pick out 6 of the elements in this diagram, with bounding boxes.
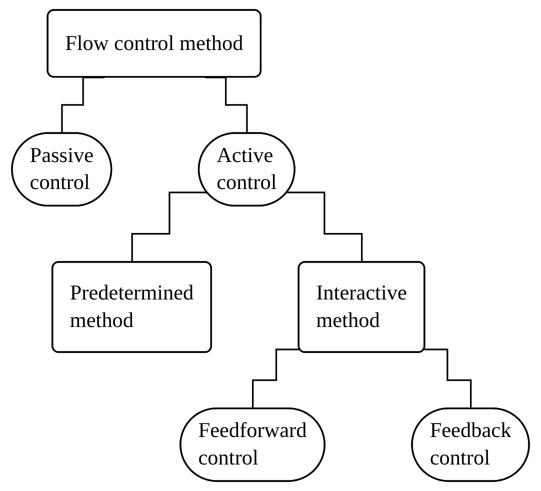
connector [287, 192, 363, 264]
connector [131, 192, 208, 264]
connector [252, 348, 300, 410]
connector [61, 76, 105, 134]
connector [424, 348, 472, 410]
connector [205, 76, 248, 134]
